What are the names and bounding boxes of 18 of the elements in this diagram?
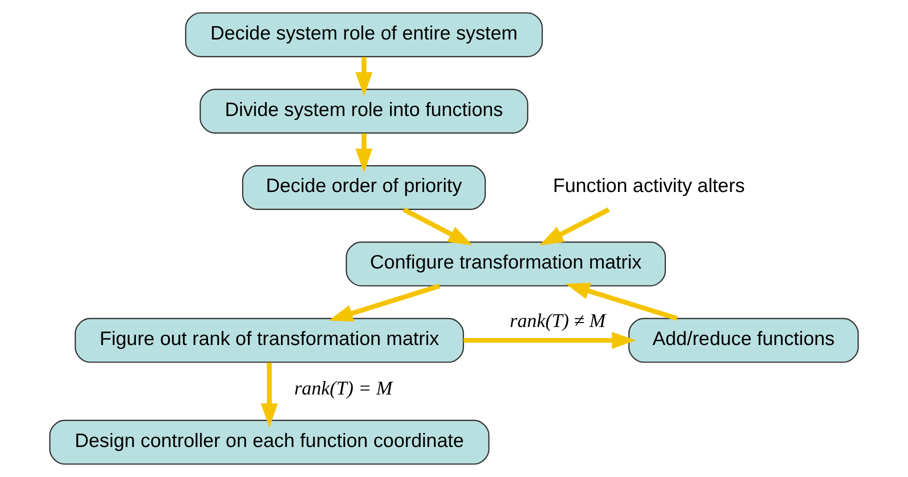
arrow	[464, 332, 636, 349]
node-box: Decide system role of entire system	[185, 12, 543, 58]
edge-label: rank(T) ≠ M	[510, 310, 606, 332]
edge-label: rank(T) = M	[294, 378, 392, 400]
arrow	[402, 207, 473, 246]
arrow	[565, 282, 678, 321]
node-box: Design controller on each function coordinate	[49, 420, 490, 465]
node-text: Function activity alters	[553, 175, 745, 198]
node-box: Add/reduce functions	[628, 318, 859, 363]
arrow	[260, 362, 278, 428]
node-box: Decide order of priority	[242, 165, 486, 210]
node-box: Figure out rank of transformation matrix	[74, 318, 464, 363]
node-box: Divide system role into functions	[200, 88, 528, 134]
arrow	[355, 133, 372, 173]
arrow	[328, 284, 440, 322]
arrow	[355, 56, 372, 96]
arrow	[539, 207, 610, 246]
node-box: Configure transformation matrix	[346, 242, 666, 286]
